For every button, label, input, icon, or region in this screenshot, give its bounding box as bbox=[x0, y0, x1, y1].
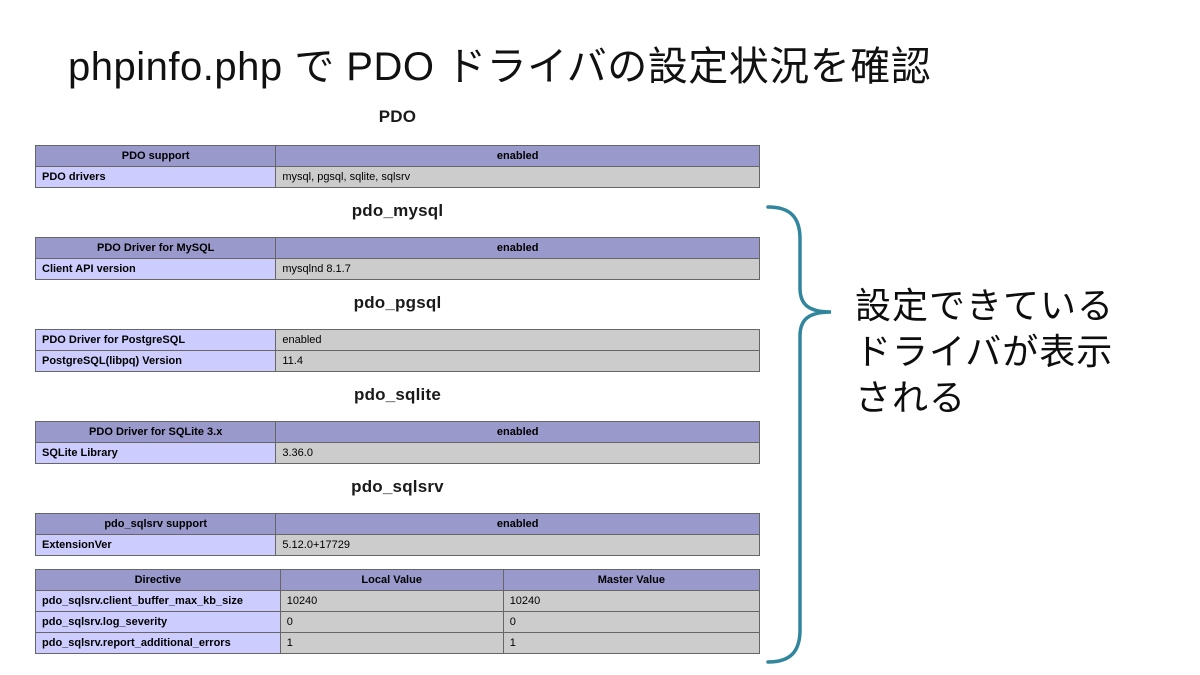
table-row: pdo_sqlsrv.log_severity 0 0 bbox=[35, 611, 761, 633]
value-cell: 3.36.0 bbox=[275, 442, 760, 464]
table-row: pdo_sqlsrv.client_buffer_max_kb_size 102… bbox=[35, 590, 761, 612]
header-cell-name: PDO support bbox=[34, 145, 277, 167]
section-heading-pdo-sqlsrv: pdo_sqlsrv bbox=[351, 477, 444, 496]
table-row: PDO drivers mysql, pgsql, sqlite, sqlsrv bbox=[34, 166, 760, 188]
table-row: ExtensionVer 5.12.0+17729 bbox=[34, 534, 760, 556]
pdo-sqlsrv-table: pdo_sqlsrv support enabled ExtensionVer … bbox=[34, 513, 760, 556]
table-row: pdo_sqlsrv.report_additional_errors 1 1 bbox=[35, 632, 761, 654]
header-cell-directive: Directive bbox=[35, 569, 281, 591]
table-row: PDO Driver for PostgreSQL enabled bbox=[34, 329, 760, 351]
table-row: Client API version mysqlnd 8.1.7 bbox=[34, 258, 760, 280]
header-cell-name: PDO Driver for SQLite 3.x bbox=[34, 421, 277, 443]
table-header-row: Directive Local Value Master Value bbox=[35, 569, 761, 591]
name-cell: PDO Driver for PostgreSQL bbox=[34, 329, 277, 351]
section-heading-pdo-sqlite: pdo_sqlite bbox=[353, 385, 441, 404]
value-cell: mysql, pgsql, sqlite, sqlsrv bbox=[275, 166, 760, 188]
section-heading-pdo-mysql: pdo_mysql bbox=[351, 201, 444, 220]
pdo-pgsql-table: PDO Driver for PostgreSQL enabled Postgr… bbox=[34, 329, 760, 372]
header-cell-local-value: Local Value bbox=[279, 569, 504, 591]
local-value-cell: 0 bbox=[279, 611, 504, 633]
table-header-row: PDO Driver for SQLite 3.x enabled bbox=[34, 421, 760, 443]
name-cell: ExtensionVer bbox=[34, 534, 277, 556]
local-value-cell: 10240 bbox=[279, 590, 504, 612]
header-cell-value: enabled bbox=[275, 145, 760, 167]
name-cell: Client API version bbox=[34, 258, 277, 280]
directive-name-cell: pdo_sqlsrv.report_additional_errors bbox=[35, 632, 281, 654]
curly-brace-shape bbox=[766, 205, 832, 664]
table-header-row: PDO support enabled bbox=[34, 145, 760, 167]
table-header-row: PDO Driver for MySQL enabled bbox=[34, 237, 760, 259]
value-cell: enabled bbox=[275, 329, 760, 351]
header-cell-name: PDO Driver for MySQL bbox=[34, 237, 277, 259]
value-cell: 11.4 bbox=[275, 350, 760, 372]
master-value-cell: 1 bbox=[502, 632, 761, 654]
annotation-text: 設定できている ドライバが表示 される bbox=[855, 283, 1114, 421]
value-cell: 5.12.0+17729 bbox=[275, 534, 760, 556]
phpinfo-output: PDO PDO support enabled PDO drivers mysq… bbox=[34, 103, 761, 654]
header-cell-value: enabled bbox=[275, 237, 760, 259]
name-cell: PDO drivers bbox=[34, 166, 277, 188]
pdo-table: PDO support enabled PDO drivers mysql, p… bbox=[34, 145, 760, 188]
header-cell-master-value: Master Value bbox=[502, 569, 761, 591]
name-cell: PostgreSQL(libpq) Version bbox=[34, 350, 277, 372]
pdo-sqlite-table: PDO Driver for SQLite 3.x enabled SQLite… bbox=[34, 421, 760, 464]
value-cell: mysqlnd 8.1.7 bbox=[275, 258, 760, 280]
directive-name-cell: pdo_sqlsrv.log_severity bbox=[35, 611, 281, 633]
name-cell: SQLite Library bbox=[34, 442, 277, 464]
header-cell-value: enabled bbox=[275, 421, 760, 443]
annotation-line: される bbox=[855, 377, 967, 418]
section-heading-pdo: PDO bbox=[378, 107, 417, 126]
master-value-cell: 0 bbox=[502, 611, 761, 633]
local-value-cell: 1 bbox=[279, 632, 504, 654]
table-row: PostgreSQL(libpq) Version 11.4 bbox=[34, 350, 760, 372]
table-header-row: pdo_sqlsrv support enabled bbox=[34, 513, 760, 535]
section-heading-pdo-pgsql: pdo_pgsql bbox=[353, 293, 442, 312]
directive-name-cell: pdo_sqlsrv.client_buffer_max_kb_size bbox=[35, 590, 281, 612]
annotation-line: ドライバが表示 bbox=[855, 331, 1114, 372]
header-cell-value: enabled bbox=[275, 513, 760, 535]
page-title: phpinfo.php で PDO ドライバの設定状況を確認 bbox=[68, 45, 932, 89]
header-cell-name: pdo_sqlsrv support bbox=[34, 513, 277, 535]
pdo-sqlsrv-directives-table: Directive Local Value Master Value pdo_s… bbox=[35, 569, 761, 654]
master-value-cell: 10240 bbox=[502, 590, 761, 612]
annotation-line: 設定できている bbox=[855, 285, 1115, 326]
table-row: SQLite Library 3.36.0 bbox=[34, 442, 760, 464]
pdo-mysql-table: PDO Driver for MySQL enabled Client API … bbox=[34, 237, 760, 280]
